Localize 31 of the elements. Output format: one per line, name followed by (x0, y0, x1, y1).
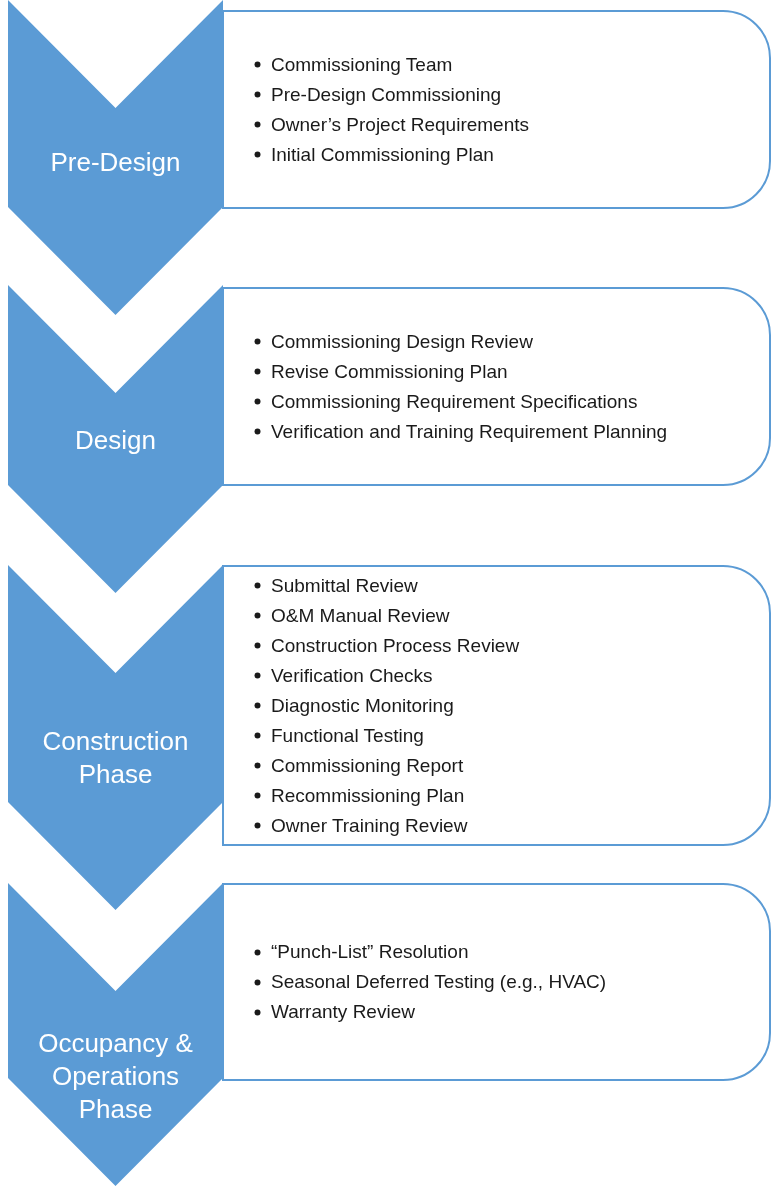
list-item: Initial Commissioning Plan (271, 142, 494, 167)
list-item: Construction Process Review (271, 633, 520, 658)
list-item: O&M Manual Review (271, 603, 450, 628)
list-item: Warranty Review (271, 1000, 415, 1024)
phase-block (8, 0, 223, 315)
phase-label: Occupancy & Operations Phase (37, 1026, 194, 1126)
list-item: Verification and Training Requirement Planning (271, 419, 668, 444)
phase-block (8, 285, 223, 593)
phase-box (222, 565, 771, 846)
phase-label: Construction Phase (41, 725, 190, 791)
list-item: Commissioning Design Review (271, 329, 533, 354)
list-item: Recommissioning Plan (271, 783, 465, 808)
list-item: Pre-Design Commissioning (271, 82, 502, 107)
list-item: Commissioning Team (271, 52, 453, 77)
phase-box (222, 287, 771, 486)
list-item: “Punch-List” Resolution (271, 940, 469, 964)
list-item: Owner Training Review (271, 813, 468, 838)
phase-block (8, 883, 223, 1186)
list-item: Verification Checks (271, 663, 433, 688)
phase-label: Pre-Design (49, 145, 182, 179)
list-item: Commissioning Requirement Specifications (271, 389, 638, 414)
list-item: Functional Testing (271, 723, 424, 748)
list-item: Submittal Review (271, 573, 418, 598)
list-item: Seasonal Deferred Testing (e.g., HVAC) (271, 970, 607, 994)
phase-label: Design (74, 423, 157, 457)
list-item: Revise Commissioning Plan (271, 359, 508, 384)
list-item: Owner’s Project Requirements (271, 112, 529, 137)
list-item: Diagnostic Monitoring (271, 693, 454, 718)
list-item: Commissioning Report (271, 753, 464, 778)
phase-box (222, 883, 771, 1081)
phase-box (222, 10, 771, 209)
